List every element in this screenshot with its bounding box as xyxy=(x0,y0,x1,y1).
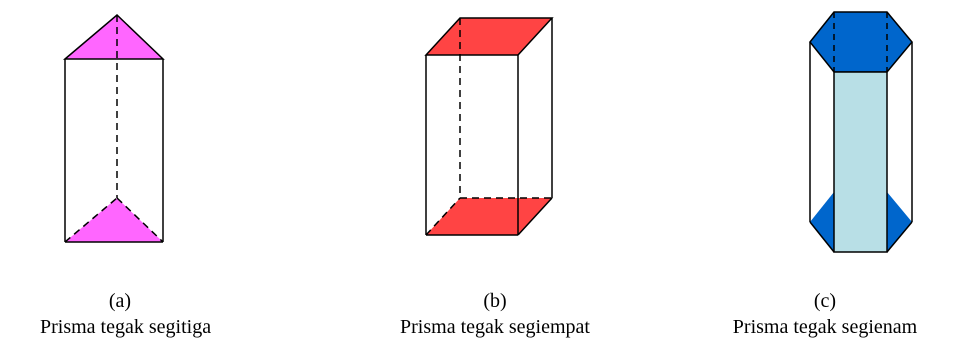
caption-a-letter: (a) xyxy=(108,290,132,312)
caption-c-letter: (c) xyxy=(813,290,837,312)
rectangular-prism xyxy=(424,17,554,236)
square-bottom-face xyxy=(426,198,552,235)
caption-a: (a) Prisma tegak segitiga xyxy=(40,288,212,340)
triangle-bottom-face xyxy=(65,198,163,242)
caption-b: (b) Prisma tegak segiempat xyxy=(375,288,615,340)
triangle-top-face xyxy=(62,13,165,60)
prism-a-hidden-bottom-right-edge xyxy=(116,197,164,243)
hexagonal-prism xyxy=(809,11,913,253)
hexagon-top-face xyxy=(809,11,913,73)
triangular-prism xyxy=(62,13,165,243)
square-top-face xyxy=(424,17,554,56)
prism-b-hidden-bottom-left-edge xyxy=(425,197,461,236)
caption-c: (c) Prisma tegak segienam xyxy=(700,288,950,340)
hexagon-bottom-left-face xyxy=(810,192,834,252)
caption-b-name: Prisma tegak segiempat xyxy=(400,316,590,338)
caption-b-letter: (b) xyxy=(483,290,507,312)
hexagon-front-side-face xyxy=(833,71,888,253)
prism-c-bottom-right-edge xyxy=(886,221,913,253)
caption-c-name: Prisma tegak segienam xyxy=(732,316,918,338)
prism-c-bottom-left-edge xyxy=(809,221,835,253)
caption-a-name: Prisma tegak segitiga xyxy=(40,316,212,338)
hexagon-bottom-right-face xyxy=(887,192,912,252)
prism-b-bottom-right-edge xyxy=(517,197,553,236)
